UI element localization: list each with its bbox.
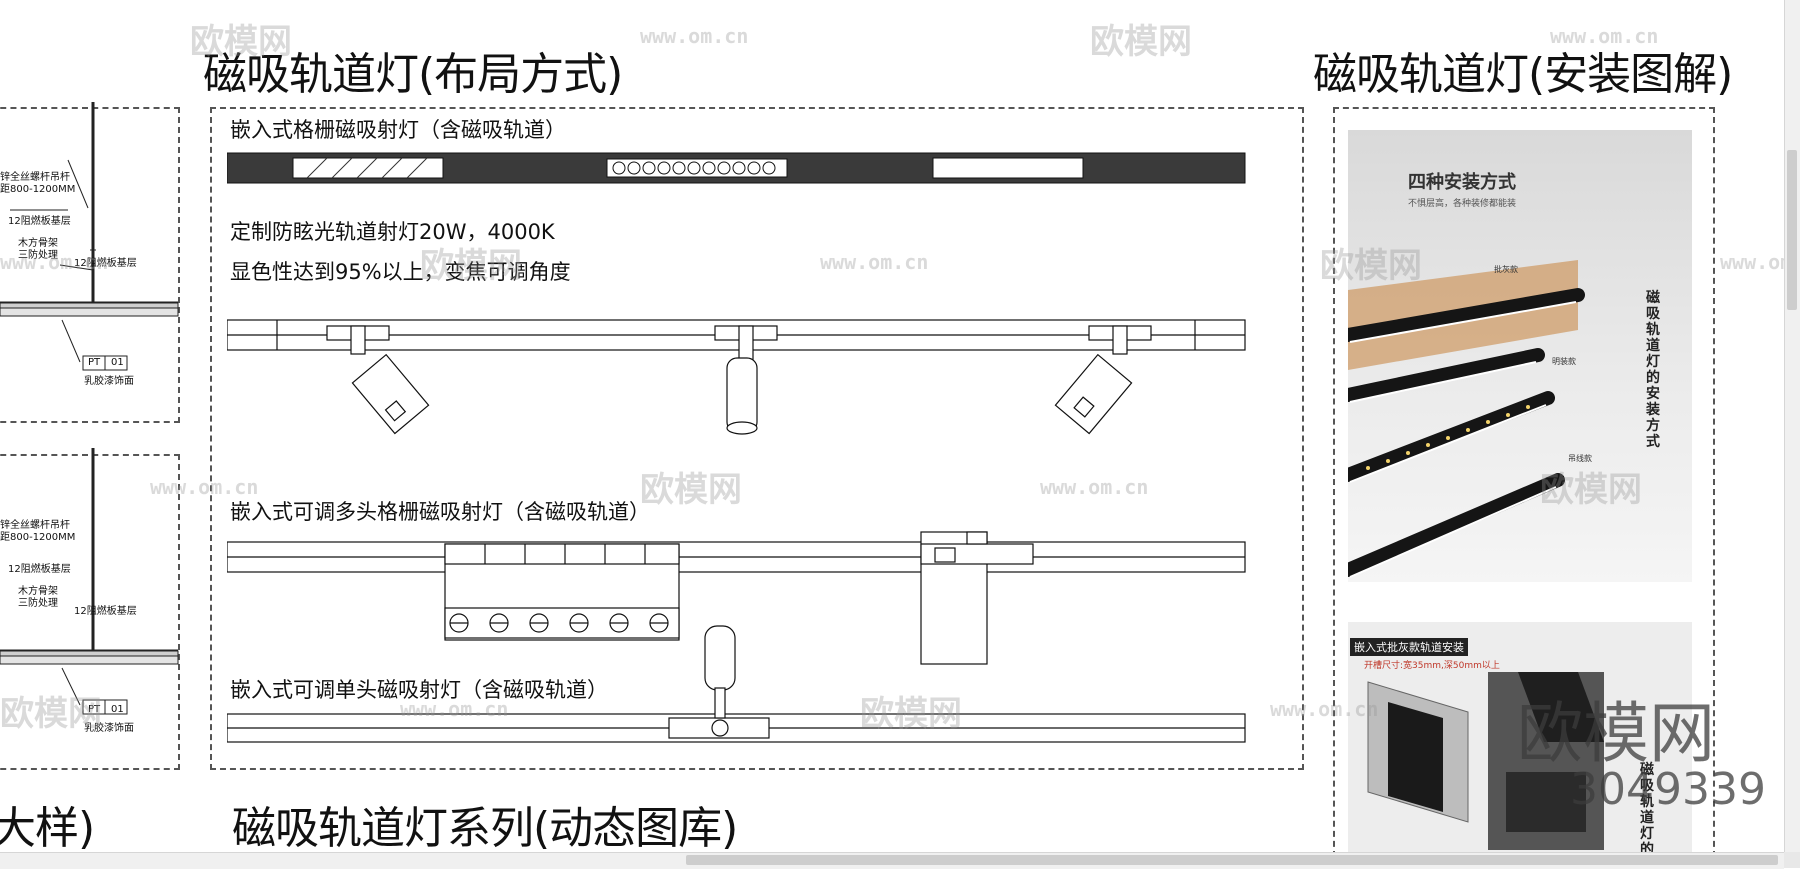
grille-spotlight-label: 嵌入式格栅磁吸射灯（含磁吸轨道） [230,118,566,142]
install-methods-subtitle: 不惧层高，各种装修都能装 [1408,199,1517,209]
install-methods-title: 四种安装方式 [1408,172,1516,193]
watermark-url: www.om.cn [400,697,509,721]
watermark-brand: 欧模网 [190,22,292,62]
detail-panel-bottom [0,454,180,770]
detail-pt-label-2: PT [88,704,101,715]
recessed-install-vertical-title: 磁吸轨道灯的安装 [1640,762,1654,852]
ceiling-detail-drawing [0,102,179,715]
multi-head-spotlight-label: 嵌入式可调多头格栅磁吸射灯（含磁吸轨道） [230,500,650,524]
recessed-install-subtitle: 开槽尺寸:宽35mm,深50mm以上 [1364,661,1500,671]
track-light-products [1348,260,1585,578]
watermark-brand: 欧模网 [1090,22,1192,62]
layout-title: 磁吸轨道灯(布局方式) [203,49,623,100]
detail-panel-top [0,107,180,423]
install-methods-vertical-title: 磁吸轨道灯的安装方式 [1646,290,1660,450]
detail-keel-note-2: 三防处理 [18,598,58,609]
detail-board-label-2: 12阻燃板基层 [8,564,71,575]
recessed-install-photo: 嵌入式批灰款轨道安装 开槽尺寸:宽35mm,深50mm以上 磁吸轨道灯的安装 [1348,622,1692,852]
install-methods-photo: 四种安装方式 不惧层高，各种装修都能装 批灰款 明装款 吊线款 磁吸轨道灯的安装… [1348,130,1692,582]
vertical-scrollbar[interactable] [1784,0,1800,852]
detail-pt-label: PT [88,357,101,368]
install-panel [1333,107,1715,852]
detail-pt-number: 01 [111,357,124,368]
scrollbar-corner [1784,852,1800,868]
detail-rod-label-2: 锌全丝螺杆吊杆 [0,520,70,531]
multi-head-track-drawing [227,531,1246,665]
grille-track-drawing [227,152,1246,184]
tag-grey-type: 批灰款 [1494,265,1518,274]
watermark-url: www.om.cn [150,475,259,499]
adjustable-spotlight-track-drawing [227,319,1246,435]
watermark-brand: 欧模网 [1320,246,1422,286]
detail-board-label: 12阻燃板基层 [8,216,71,227]
watermark-brand: 欧模网 [420,246,522,286]
recessed-track-illustration [1367,672,1604,850]
watermark-url: www.om.cn [1040,475,1149,499]
watermark-id: 3049339 [1570,764,1766,815]
single-head-track-drawing [227,625,1246,743]
series-title: 磁吸轨道灯系列(动态图库) [232,803,738,852]
watermark-url: www.om.cn [1550,24,1659,48]
watermark-url: www.om.cn [0,250,109,274]
tag-surface-type: 明装款 [1552,357,1576,366]
watermark-url: www.om.cn [820,250,929,274]
detail-title-partial: 大样) [0,803,95,852]
detail-keel-label-2: 木方骨架 [18,586,58,597]
spotlight-spec-line2: 显色性达到95%以上，变焦可调角度 [230,260,571,284]
vertical-scrollbar-thumb[interactable] [1787,150,1797,310]
watermark-url: www.om.cn [1720,250,1784,274]
watermark-brand: 欧模网 [640,470,742,510]
install-title: 磁吸轨道灯(安装图解) [1313,49,1733,100]
detail-keel-note: 三防处理 [18,250,58,261]
watermark-brand: 欧模网 [0,694,102,734]
layout-panel [210,107,1304,770]
watermark-brand: 欧模网 [860,694,962,734]
recessed-install-title: 嵌入式批灰款轨道安装 [1350,638,1468,656]
detail-rod-length-2: 距800-1200MM [0,532,76,543]
detail-finish-label: 乳胶漆饰面 [84,376,134,387]
drawing-canvas[interactable]: 锌全丝螺杆吊杆 距800-1200MM 12阻燃板基层 木方骨架 三防处理 12… [0,0,1784,852]
watermark-url: www.om.cn [1270,697,1379,721]
spotlight-spec-line1: 定制防眩光轨道射灯20W，4000K [230,220,555,244]
detail-board2-label: 12阻燃板基层 [74,258,137,269]
detail-rod-length: 距800-1200MM [0,184,76,195]
detail-rod-label: 锌全丝螺杆吊杆 [0,172,70,183]
watermark-url: www.om.cn [640,24,749,48]
detail-board2-label-2: 12阻燃板基层 [74,606,137,617]
watermark-brand-large: 欧模网 [1517,695,1715,772]
detail-keel-label: 木方骨架 [18,238,58,249]
watermark-brand: 欧模网 [1540,470,1642,510]
single-head-spotlight-label: 嵌入式可调单头磁吸射灯（含磁吸轨道） [230,678,608,702]
tag-hanging-type: 吊线款 [1568,454,1592,463]
detail-finish-label-2: 乳胶漆饰面 [84,723,134,734]
horizontal-scrollbar-thumb[interactable] [686,855,1778,865]
detail-pt-number-2: 01 [111,704,124,715]
